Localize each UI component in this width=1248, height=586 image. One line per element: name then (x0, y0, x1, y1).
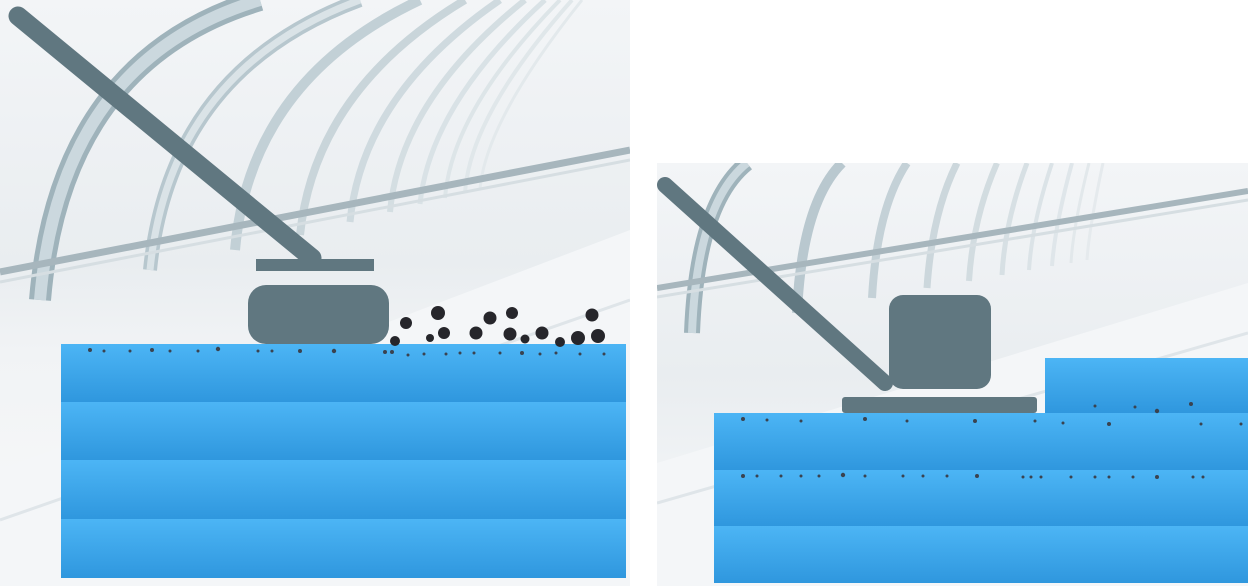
embedded-particle (1030, 476, 1033, 479)
embedded-particle (197, 350, 200, 353)
loose-particle (426, 334, 434, 342)
embedded-particle (390, 350, 394, 354)
embedded-particle (902, 475, 905, 478)
embedded-particle (473, 352, 476, 355)
embedded-particle (1070, 476, 1073, 479)
embedded-particle (150, 348, 154, 352)
embedded-particle (445, 353, 448, 356)
layer-2 (714, 470, 1248, 526)
embedded-particle (800, 420, 803, 423)
embedded-particle (1022, 476, 1025, 479)
layer-4 (61, 519, 626, 578)
loose-particle (586, 309, 599, 322)
embedded-particle (1134, 406, 1137, 409)
loose-particle (521, 335, 530, 344)
embedded-particle (1200, 423, 1203, 426)
embedded-particle (216, 347, 220, 351)
embedded-particle (756, 475, 759, 478)
embedded-particle (863, 417, 867, 421)
left-panel (0, 0, 630, 586)
layer-3 (714, 526, 1248, 583)
compactor-body (889, 295, 991, 389)
embedded-particle (1155, 475, 1159, 479)
embedded-particle (603, 353, 606, 356)
compactor-plate (842, 397, 1037, 413)
embedded-particle (539, 353, 542, 356)
compactor-body (248, 285, 389, 344)
embedded-particle (946, 475, 949, 478)
layer-1 (714, 413, 1248, 470)
loose-particle (438, 327, 450, 339)
left-illustration (0, 0, 630, 586)
loose-particle (571, 331, 585, 345)
loose-particle (504, 328, 517, 341)
embedded-particle (1240, 423, 1243, 426)
loose-particle (555, 337, 565, 347)
embedded-particle (800, 475, 803, 478)
embedded-particle (864, 475, 867, 478)
embedded-particle (1040, 476, 1043, 479)
compactor-plate-top (256, 259, 374, 271)
loose-particle (484, 312, 497, 325)
embedded-particle (555, 352, 558, 355)
embedded-particle (169, 350, 172, 353)
embedded-particle (906, 420, 909, 423)
embedded-particle (741, 417, 745, 421)
embedded-particle (741, 474, 745, 478)
embedded-particle (1094, 405, 1097, 408)
embedded-particle (257, 350, 260, 353)
embedded-particle (459, 352, 462, 355)
embedded-particle (332, 349, 336, 353)
embedded-particle (975, 474, 979, 478)
embedded-particle (1108, 476, 1111, 479)
embedded-particle (103, 350, 106, 353)
embedded-particle (1189, 402, 1193, 406)
loose-particle (390, 336, 400, 346)
embedded-particle (973, 419, 977, 423)
embedded-particle (407, 354, 410, 357)
loose-particle (506, 307, 518, 319)
loose-particle (470, 327, 483, 340)
right-illustration (657, 163, 1248, 586)
loose-particle (400, 317, 412, 329)
layer-stack (61, 344, 626, 578)
embedded-particle (129, 350, 132, 353)
right-panel (657, 163, 1248, 586)
embedded-particle (423, 353, 426, 356)
embedded-particle (298, 349, 302, 353)
loose-particle (591, 329, 605, 343)
loose-particle (536, 327, 549, 340)
loose-particle (431, 306, 445, 320)
embedded-particle (520, 351, 524, 355)
raised-step-layer (1045, 358, 1248, 413)
embedded-particle (1192, 476, 1195, 479)
embedded-particle (1155, 409, 1159, 413)
embedded-particle (1034, 420, 1037, 423)
embedded-particle (922, 475, 925, 478)
embedded-particle (1202, 476, 1205, 479)
embedded-particle (499, 352, 502, 355)
embedded-particle (1062, 422, 1065, 425)
embedded-particle (766, 419, 769, 422)
embedded-particle (1094, 476, 1097, 479)
embedded-particle (1107, 422, 1111, 426)
embedded-particle (579, 353, 582, 356)
layer-3 (61, 460, 626, 519)
embedded-particle (383, 350, 387, 354)
layer-1 (61, 344, 626, 402)
embedded-particle (780, 475, 783, 478)
embedded-particle (271, 350, 274, 353)
embedded-particle (841, 473, 845, 477)
layer-2 (61, 402, 626, 460)
embedded-particle (88, 348, 92, 352)
embedded-particle (1132, 476, 1135, 479)
embedded-particle (818, 475, 821, 478)
